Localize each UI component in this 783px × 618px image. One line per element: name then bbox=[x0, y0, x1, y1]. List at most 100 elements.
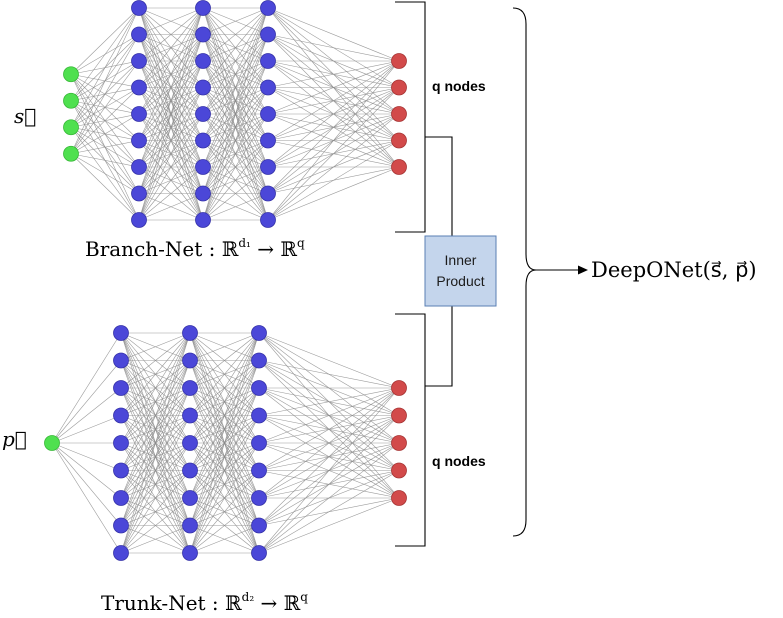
trunk-output-node bbox=[391, 435, 407, 451]
trunk-edge bbox=[258, 415, 400, 554]
trunk-edge bbox=[258, 332, 400, 389]
branch-edge bbox=[138, 140, 204, 221]
branch-edge bbox=[267, 34, 400, 62]
branch-hidden-node bbox=[195, 26, 211, 43]
branch-edge bbox=[70, 7, 140, 154]
branch-edge bbox=[202, 113, 269, 221]
trunk-hidden-node bbox=[113, 517, 129, 534]
trunk-hidden-node bbox=[113, 407, 129, 424]
branch-hidden-node bbox=[131, 0, 147, 16]
branch-edge bbox=[138, 7, 204, 35]
branch-hidden-node bbox=[260, 0, 276, 16]
trunk-caption-tail-sup: q bbox=[300, 590, 308, 604]
trunk-net bbox=[44, 325, 407, 561]
trunk-hidden-node bbox=[182, 435, 198, 451]
branch-edge bbox=[267, 60, 400, 115]
trunk-edge bbox=[189, 387, 260, 554]
trunk-hidden-node bbox=[251, 490, 267, 506]
trunk-output-bracket bbox=[395, 313, 426, 547]
trunk-edge bbox=[189, 332, 260, 389]
trunk-edge bbox=[258, 442, 400, 554]
trunk-edge bbox=[189, 332, 260, 361]
branch-edge bbox=[138, 7, 204, 194]
branch-edge bbox=[138, 7, 204, 168]
branch-edge bbox=[202, 140, 269, 221]
trunk-edge bbox=[120, 442, 191, 554]
trunk-hidden-node bbox=[251, 435, 267, 451]
branch-edge bbox=[138, 193, 204, 221]
branch-hidden-node bbox=[260, 132, 276, 149]
branch-output-bracket bbox=[395, 1, 426, 233]
trunk-edge bbox=[51, 415, 122, 444]
trunk-input-node bbox=[44, 435, 60, 451]
branch-edge bbox=[202, 7, 269, 88]
branch-edge bbox=[138, 166, 204, 221]
branch-edge bbox=[267, 60, 400, 141]
branch-edge bbox=[202, 193, 269, 221]
trunk-q-nodes-label: q nodes bbox=[432, 453, 486, 469]
branch-edge bbox=[138, 87, 204, 221]
trunk-edge bbox=[258, 360, 400, 389]
branch-edge bbox=[138, 7, 204, 221]
trunk-hidden-node bbox=[113, 325, 129, 341]
trunk-output-node bbox=[391, 380, 407, 396]
trunk-net-edges bbox=[51, 332, 400, 554]
trunk-edge bbox=[51, 442, 122, 499]
branch-hidden-node bbox=[131, 53, 147, 69]
trunk-edge bbox=[189, 332, 260, 499]
branch-input-node bbox=[63, 66, 79, 83]
branch-edge bbox=[70, 34, 140, 154]
trunk-caption-main: Trunk-Net : ℝ bbox=[101, 591, 242, 615]
trunk-edge bbox=[120, 332, 191, 526]
trunk-edge bbox=[120, 387, 191, 554]
branch-edge bbox=[70, 153, 140, 194]
branch-edge bbox=[267, 60, 400, 221]
branch-edge bbox=[138, 7, 204, 141]
branch-edge bbox=[202, 7, 269, 168]
branch-edge bbox=[202, 7, 269, 194]
trunk-edge bbox=[258, 497, 400, 554]
branch-input-node bbox=[63, 145, 79, 162]
trunk-hidden-node bbox=[182, 517, 198, 534]
inner-product-line1: Inner bbox=[445, 252, 477, 268]
trunk-hidden-node bbox=[251, 407, 267, 424]
output-arrow-head bbox=[578, 265, 588, 275]
branch-edge bbox=[138, 34, 204, 221]
trunk-edge bbox=[189, 497, 260, 554]
trunk-edge bbox=[189, 332, 260, 471]
trunk-edge bbox=[258, 387, 400, 416]
branch-net-edges bbox=[70, 7, 400, 221]
deeponet-output-label: DeepONet(s⃗, p⃗) bbox=[591, 258, 757, 282]
branch-hidden-node bbox=[195, 212, 211, 228]
trunk-hidden-node bbox=[182, 490, 198, 506]
branch-edge bbox=[267, 60, 400, 168]
trunk-edge bbox=[189, 360, 260, 554]
trunk-hidden-node bbox=[113, 435, 129, 451]
trunk-edge bbox=[51, 442, 122, 554]
trunk-hidden-node bbox=[113, 352, 129, 369]
trunk-hidden-node bbox=[182, 380, 198, 396]
trunk-edge bbox=[120, 332, 191, 554]
trunk-hidden-node bbox=[113, 545, 129, 561]
trunk-edge bbox=[120, 332, 191, 499]
trunk-edge bbox=[258, 470, 400, 554]
branch-edge bbox=[138, 60, 204, 221]
trunk-hidden-node bbox=[251, 462, 267, 479]
trunk-hidden-node bbox=[182, 325, 198, 341]
branch-caption-tail-sup: q bbox=[297, 236, 305, 250]
trunk-hidden-node bbox=[251, 380, 267, 396]
trunk-hidden-node bbox=[251, 325, 267, 341]
branch-hidden-node bbox=[131, 132, 147, 149]
trunk-hidden-node bbox=[251, 352, 267, 369]
trunk-edge bbox=[120, 470, 191, 554]
branch-edge bbox=[202, 7, 269, 35]
branch-hidden-node bbox=[195, 53, 211, 69]
trunk-edge bbox=[120, 525, 191, 554]
trunk-hidden-node bbox=[113, 380, 129, 396]
branch-edge bbox=[70, 60, 140, 154]
branch-edge bbox=[267, 113, 400, 221]
trunk-edge bbox=[189, 415, 260, 554]
trunk-edge bbox=[189, 332, 260, 444]
branch-hidden-node bbox=[260, 53, 276, 69]
